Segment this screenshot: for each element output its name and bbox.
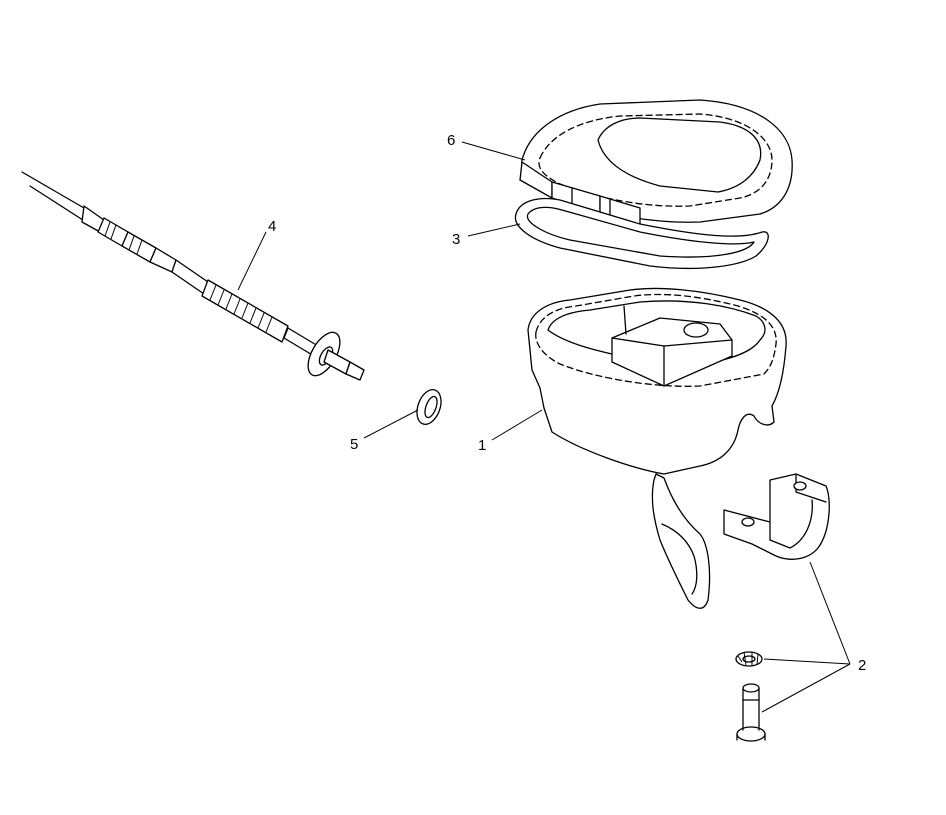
callout-4: 4: [268, 218, 276, 235]
cover-gasket: [514, 197, 769, 270]
o-ring-washer: [416, 389, 442, 425]
leader-lines: [237, 141, 851, 713]
leader-3: [467, 223, 521, 237]
callout-3: 3: [452, 231, 460, 248]
throttle-cable: [21, 171, 365, 381]
leader-4: [237, 231, 267, 291]
master-cylinder-body: [527, 287, 787, 609]
leader-1: [491, 409, 543, 441]
housing-cover: [519, 99, 793, 227]
lock-washer: [735, 651, 763, 667]
leader-6: [461, 141, 526, 161]
leader-2c: [761, 663, 851, 713]
leader-5: [363, 409, 419, 439]
callout-1: 1: [478, 437, 486, 454]
callout-5: 5: [350, 436, 358, 453]
callout-6: 6: [447, 132, 455, 149]
callout-2: 2: [858, 657, 866, 674]
clamp-bolt: [736, 683, 766, 742]
handlebar-clamp: [723, 473, 830, 560]
leader-2b: [763, 658, 851, 665]
leader-2a: [809, 561, 851, 665]
